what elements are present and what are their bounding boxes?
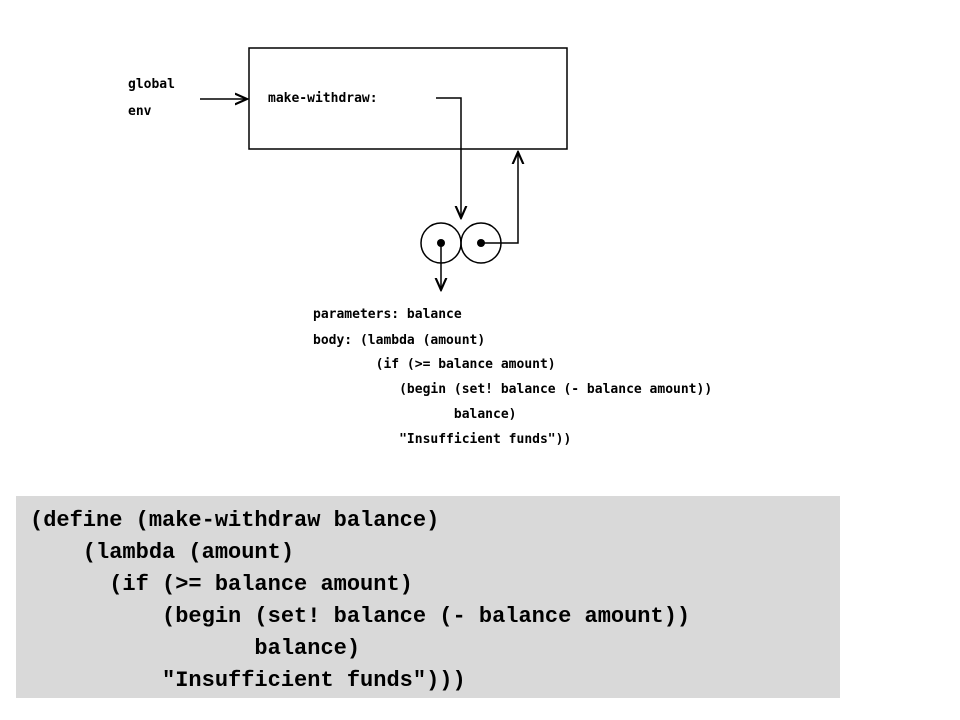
code-line: "Insufficient funds"))) [30, 668, 466, 693]
global-env-label-line1: global [128, 77, 175, 92]
global-env-label-line2: env [128, 104, 152, 119]
procedure-text-line: "Insufficient funds")) [313, 432, 571, 447]
global-env-frame [248, 47, 568, 150]
code-line: balance) [30, 636, 361, 661]
make-withdraw-binding: make-withdraw: [268, 91, 378, 106]
procedure-text-line: (if (>= balance amount) [313, 357, 556, 372]
code-line: (if (>= balance amount) [30, 572, 413, 597]
procedure-text-line: balance) [313, 407, 517, 422]
code-line: (lambda (amount) [30, 540, 295, 565]
code-line: (define (make-withdraw balance) [30, 508, 440, 533]
procedure-text-line: (begin (set! balance (- balance amount)) [313, 382, 712, 397]
procedure-text-line: parameters: balance [313, 307, 462, 322]
procedure-text: parameters: balance body: (lambda (amoun… [313, 307, 712, 447]
procedure-text-line: body: (lambda (amount) [313, 333, 485, 348]
code-panel: (define (make-withdraw balance) (lambda … [16, 496, 840, 698]
environment-diagram: global env make-withdraw: parameters: ba… [128, 47, 712, 447]
code-block: (define (make-withdraw balance) (lambda … [30, 505, 690, 697]
code-line: (begin (set! balance (- balance amount)) [30, 604, 691, 629]
binding-to-procedure-arrow [436, 97, 461, 218]
procedure-env-pointer-arrow [481, 152, 518, 244]
